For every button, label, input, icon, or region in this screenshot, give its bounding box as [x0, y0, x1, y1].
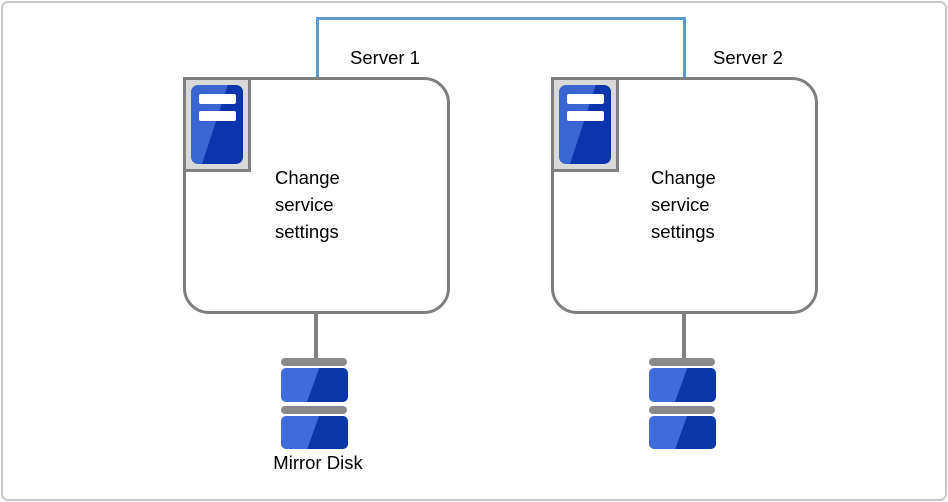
server-tower-icon: [551, 77, 619, 172]
disk-cap: [649, 358, 715, 366]
disk-platter: [649, 416, 716, 449]
server-tower-icon: [183, 77, 251, 172]
server1-label: Server 1: [350, 47, 420, 68]
server-slot-bar: [567, 111, 604, 121]
disk-cap: [649, 406, 715, 414]
disk-platter: [281, 416, 348, 449]
mirror-disk-icon: [281, 358, 348, 450]
server2-label: Server 2: [713, 47, 783, 68]
disk-platter: [649, 368, 716, 402]
server2-group-box: Change service settings: [551, 77, 818, 314]
disk-platter: [281, 368, 348, 402]
server-slot-bar: [199, 94, 236, 104]
server-tower-body: [559, 85, 611, 164]
server-slot-bar: [567, 94, 604, 104]
server1-group-box: Change service settings: [183, 77, 450, 314]
server-slot-bar: [199, 111, 236, 121]
server2-action-text: Change service settings: [651, 167, 716, 242]
server2-disk-connector-line: [682, 313, 686, 359]
server-interconnect-line: [316, 17, 686, 77]
disk-cap: [281, 358, 347, 366]
server1-action-text: Change service settings: [275, 167, 340, 242]
mirror-disk-label: Mirror Disk: [273, 452, 363, 473]
server1-disk-connector-line: [314, 313, 318, 359]
disk-cap: [281, 406, 347, 414]
server-tower-body: [191, 85, 243, 164]
mirror-disk-icon: [649, 358, 716, 450]
